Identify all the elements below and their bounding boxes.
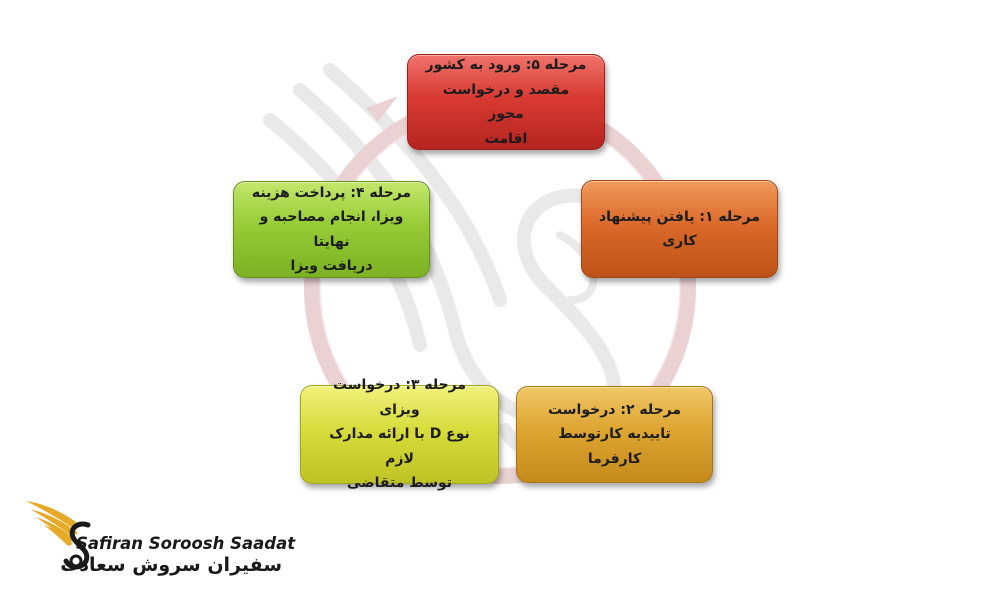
stage-3-line-3: توسط متقاضی — [346, 475, 453, 492]
stage-2-line-1: مرحله ۲: درخواست — [547, 401, 682, 418]
stage-3-line-1: مرحله ۳: درخواست ویزای — [332, 377, 467, 418]
stage-1-line-1: مرحله ۱: یافتن پیشنهاد — [598, 208, 761, 225]
stage-2-line-2: تاییدیه کارتوسط کارفرما — [558, 426, 671, 467]
cycle-arrow-icon — [366, 96, 398, 122]
stage-5-line-2: مقصد و درخواست مجوز — [442, 81, 570, 123]
stage-4-line-1: مرحله ۴: پرداخت هزینه — [251, 184, 412, 201]
stage-3-line-2: نوع D با ارائه مدارک لازم — [329, 426, 470, 467]
stage-5-box: مرحله ۵: ورود به کشور مقصد و درخواست مجو… — [407, 54, 605, 150]
stage-1-line-2: کاری — [662, 233, 697, 249]
brand-name-persian: سفیران سروش سعادت — [60, 554, 282, 576]
stage-5-line-3: اقامت — [484, 130, 528, 147]
stage-1-box: مرحله ۱: یافتن پیشنهاد کاری — [581, 180, 778, 278]
stage-4-box: مرحله ۴: پرداخت هزینه ویزا، انجام مصاحبه… — [233, 181, 430, 278]
stage-3-box: مرحله ۳: درخواست ویزای نوع D با ارائه مد… — [300, 377, 499, 491]
stage-4-line-3: دریافت ویزا — [290, 258, 373, 274]
stage-5-line-1: مرحله ۵: ورود به کشور — [425, 57, 587, 73]
wing-s-logo-icon — [26, 501, 91, 570]
brand-name-english: Safiran Soroosh Saadat — [76, 534, 296, 553]
stage-4-line-2: ویزا، انجام مصاحبه و نهایتا — [259, 209, 404, 250]
stage-2-box: مرحله ۲: درخواست تاییدیه کارتوسط کارفرما — [516, 386, 713, 483]
brand-logo — [26, 501, 91, 570]
